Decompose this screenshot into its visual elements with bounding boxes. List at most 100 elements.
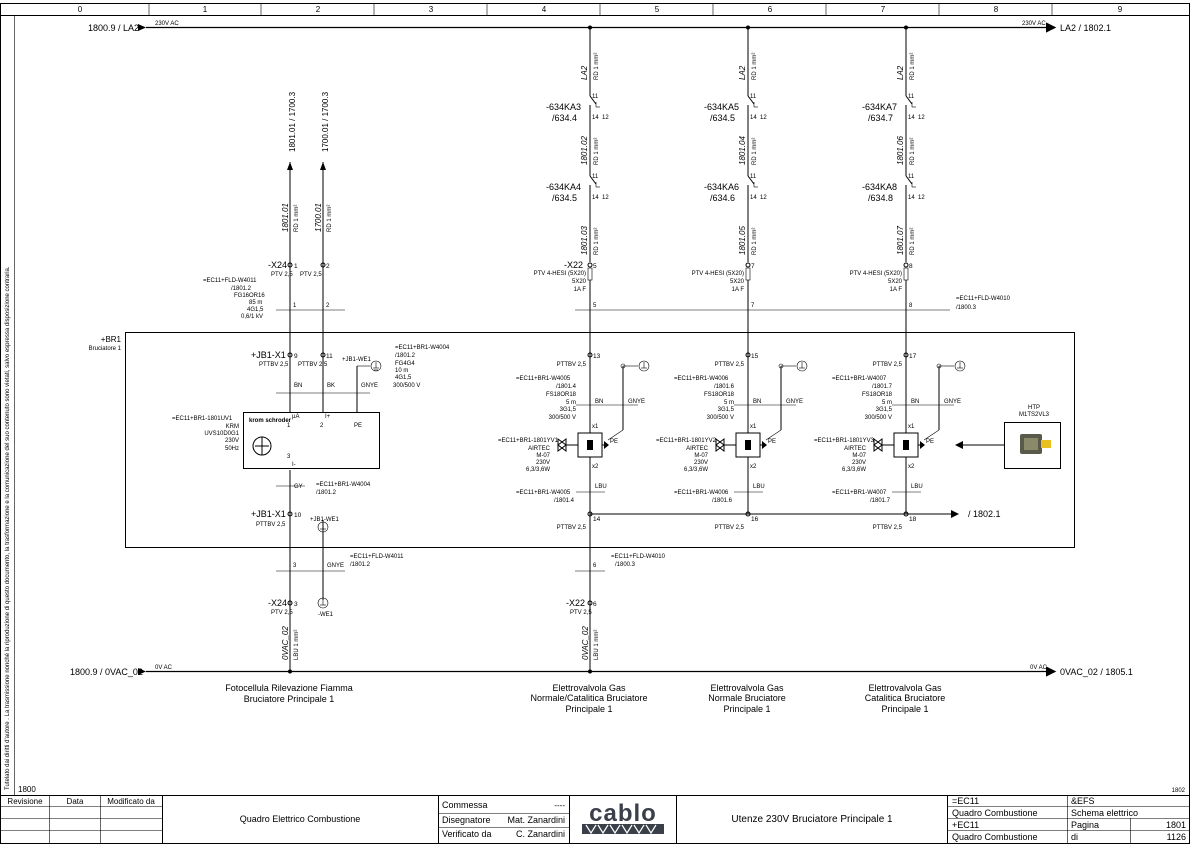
contact-number: 14 (592, 195, 599, 201)
terminal-type: PTTBV 2,5 (715, 362, 745, 368)
revision-header: Data (67, 797, 84, 806)
column-number: 5 (655, 5, 660, 14)
wire-spec: RD 1 mm² (327, 205, 333, 232)
wire-spec: RD 1 mm² (910, 228, 916, 255)
core-color: BK (327, 383, 335, 389)
device-info: 230V (694, 460, 708, 466)
cable-info: /1801.6 (714, 384, 735, 390)
terminal-type: PTTBV 2,5 (715, 525, 745, 531)
cable-tag: =EC11+BR1-W4005 (516, 490, 571, 496)
cable-info: FS18OR18 (704, 392, 735, 398)
core-number: 8 (909, 303, 913, 309)
wire-number: 1801.01 (281, 203, 290, 232)
terminal-type: PTTBV 2,5 (256, 522, 286, 528)
relay-ref: /634.6 (710, 193, 735, 203)
fuse-rating: 1A F (890, 287, 903, 293)
device-info: 230V (225, 438, 239, 444)
device-tag: =EC11+BR1-1801YV1 (498, 438, 559, 444)
wire-number: 1801.06 (896, 136, 905, 165)
tb-field: =EC11 (952, 796, 979, 806)
relay-ref: /634.7 (868, 113, 893, 123)
terminal-number: 10 (294, 512, 302, 519)
disegnatore-label: Disegnatore (442, 815, 491, 825)
commessa-label: Commessa (442, 800, 488, 810)
contact-number: 14 (750, 195, 757, 201)
cable-info: 4G1,5 (247, 307, 264, 313)
relay-tag: -634KA3 (546, 102, 581, 112)
wire-spec: RD 1 mm² (752, 138, 758, 165)
wire-spec: LBU 1 mm² (294, 630, 300, 660)
wire-spec: LBU 1 mm² (594, 630, 600, 660)
column-number: 3 (429, 5, 434, 14)
terminal (745, 352, 751, 358)
fuse-type: PTV 4-HESI (5X20) (534, 271, 586, 277)
contact-number: 14 (750, 115, 757, 121)
core-number: 5 (593, 303, 597, 309)
column-number: 6 (768, 5, 773, 14)
terminal (587, 352, 593, 358)
contact-number: 14 (908, 195, 915, 201)
wire-spec: RD 1 mm² (294, 205, 300, 232)
circuit-caption: Elettrovalvola Gas (868, 683, 942, 693)
terminal-number: 2 (326, 263, 330, 270)
wire-spec: RD 1 mm² (752, 228, 758, 255)
core-color: BN (753, 399, 761, 405)
core-color: GNYE (327, 563, 344, 569)
pin-number: 2 (320, 423, 324, 429)
verificato-label: Verificato da (442, 829, 492, 839)
cable-info: /1800.3 (615, 562, 636, 568)
rail-bottom-left-label: 1800.9 / 0VAC_02 (70, 667, 143, 677)
contact-number: 14 (908, 115, 915, 121)
burner-box (125, 332, 1075, 548)
cable-info: /1800.3 (956, 305, 977, 311)
cable-info: 3G1,5 (560, 407, 577, 413)
terminal-type: PTTBV 2,5 (298, 362, 328, 368)
wire-number: 1801.07 (896, 226, 905, 255)
svg-text:cablo: cablo (589, 800, 657, 827)
brand-logo: krom schroder (249, 418, 292, 424)
htp-connector: HTP M1TS2VL3 (955, 405, 1061, 469)
circuit-caption: Normale/Catalitica Bruciatore (530, 693, 647, 703)
wire-number: 0VAC_02 (281, 626, 290, 660)
cable-info: /1801.4 (556, 384, 577, 390)
column-number: 1 (203, 5, 208, 14)
rail-top: 1800.9 / LA2 230V AC LA2 / 1802.1 230V A… (88, 21, 1111, 33)
circuit-caption: Fotocellula Rilevazione Fiamma (225, 683, 353, 693)
terminal (287, 352, 293, 358)
wire-number: 1801.05 (738, 226, 747, 255)
terminal-number: 11 (326, 353, 333, 360)
htp-label: HTP (1028, 405, 1040, 411)
pin-label: PE (926, 439, 934, 445)
pin-number: 1 (287, 423, 291, 429)
sheet-description: Utenze 230V Bruciatore Principale 1 (731, 814, 893, 825)
disegnatore-value: Mat. Zanardini (507, 815, 565, 825)
contact-number: 11 (592, 94, 599, 100)
circuit-caption: Principale 1 (565, 704, 612, 714)
rail-voltage: 0V AC (1030, 665, 1048, 671)
circuit-caption: Principale 1 (723, 704, 770, 714)
core-number: 3 (293, 563, 297, 569)
contact-number: 11 (750, 94, 757, 100)
device-tag: =EC11+BR1-1801YV3 (814, 438, 875, 444)
page-number: 1801 (1166, 820, 1186, 830)
terminal (903, 262, 909, 268)
terminal-type: PTTBV 2,5 (557, 362, 587, 368)
burner-tag: +BR1 (101, 335, 122, 344)
circuit-caption: Bruciatore Principale 1 (244, 694, 335, 704)
fuse-rating: 1A F (732, 287, 745, 293)
device-info: M-07 (852, 453, 866, 459)
core-color: LBU (595, 484, 607, 490)
terminal-type: PTTBV 2,5 (259, 362, 289, 368)
pin-mark: µA (292, 414, 299, 420)
device-info: UVS10D0G1 (204, 431, 239, 437)
terminal-type: PTV 2,5 (271, 272, 293, 278)
relay-tag: -634KA5 (704, 102, 739, 112)
device-info: 6,3/3,6W (842, 467, 866, 473)
cable-info: 10 m (395, 368, 408, 374)
terminal-type: PTTBV 2,5 (557, 525, 587, 531)
contact-number: 11 (750, 174, 757, 180)
fuse-type: PTV 4-HESI (5X20) (692, 271, 744, 277)
